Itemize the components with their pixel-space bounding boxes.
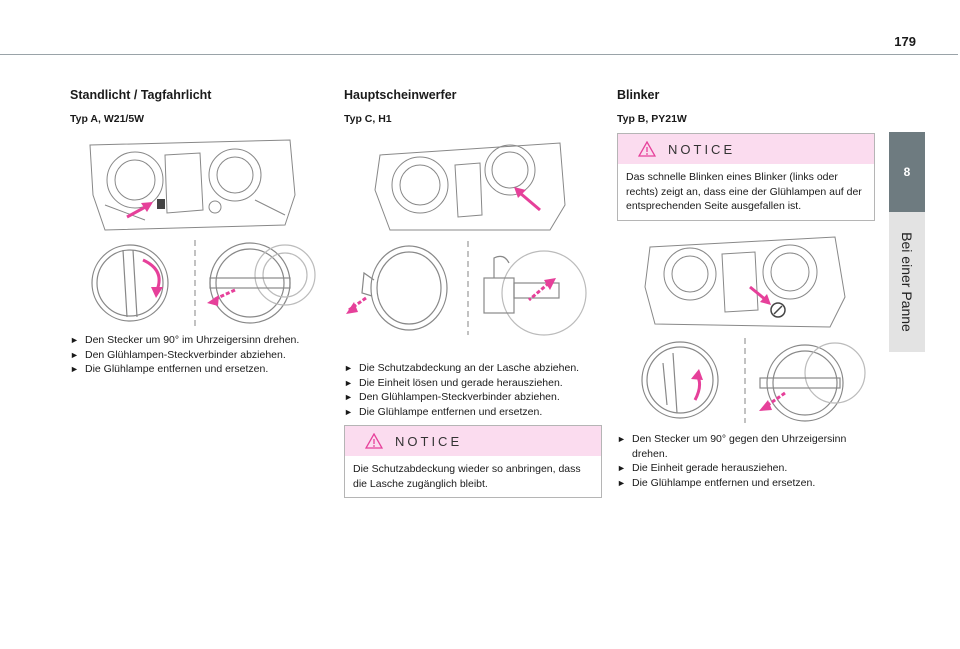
chapter-title-container: Bei einer Panne — [889, 212, 925, 352]
arrow-right-icon: ► — [70, 349, 79, 360]
arrow-right-icon: ► — [344, 377, 353, 388]
bulb-type-c: Typ C, H1 — [344, 113, 392, 125]
section-title-blinker: Blinker — [617, 88, 660, 102]
chapter-strip — [889, 212, 925, 352]
notice-title: NOTICE — [668, 141, 736, 157]
list-item: ► Die Einheit gerade herausziehen. — [617, 461, 867, 476]
steps-list-hauptscheinwerfer: ► Die Schutzabdeckung an der Lasche abzie… — [344, 361, 589, 419]
arrow-right-icon: ► — [617, 434, 626, 444]
section-title-standlicht: Standlicht / Tagfahrlicht — [70, 88, 212, 102]
notice-title: NOTICE — [395, 433, 463, 449]
list-item: ► Die Glühlampe entfernen und ersetzen. — [344, 405, 589, 420]
step-text: Die Schutzabdeckung an der Lasche abzieh… — [359, 362, 580, 374]
list-item: ► Die Einheit lösen und gerade herauszieh… — [344, 376, 589, 391]
step-text: Die Glühlampe entfernen und ersetzen. — [85, 363, 269, 375]
step-text: Die Einheit lösen und gerade herausziehe… — [359, 376, 563, 389]
arrow-right-icon: ► — [344, 406, 353, 417]
chapter-tab[interactable]: 8 — [889, 132, 925, 212]
cover-figure-c — [346, 241, 587, 336]
arrow-right-icon: ► — [70, 364, 79, 374]
notice-box-hauptscheinwerfer: NOTICE Die Schutzabdeckung wieder so anb… — [344, 425, 602, 498]
step-text: Den Stecker um 90° im Uhrzeigersinn dreh… — [85, 334, 300, 346]
step-text: Den Stecker um 90° gegen den Uhrzeigersi… — [632, 433, 847, 460]
list-item: ► Die Glühlampe entfernen und ersetzen. — [70, 362, 310, 377]
warning-icon — [638, 141, 656, 157]
list-item: ► Die Glühlampe entfernen und ersetzen. — [617, 476, 867, 491]
arrow-right-icon: ► — [70, 335, 79, 345]
connector-figure-a — [91, 240, 316, 327]
headlamp-figure-b — [644, 236, 846, 328]
notice-text: Das schnelle Blinken eines Blinker (link… — [626, 171, 862, 212]
chapter-title: Bei einer Panne — [899, 232, 916, 332]
step-text: Die Glühlampe entfernen und ersetzen. — [359, 405, 543, 418]
step-text: Die Einheit gerade herausziehen. — [632, 462, 788, 474]
connector-figure-b — [641, 338, 866, 423]
list-item: ► Den Stecker um 90° gegen den Uhrzeigers… — [617, 432, 867, 461]
warning-icon — [365, 433, 383, 449]
arrow-right-icon: ► — [344, 392, 353, 402]
step-text: Den Glühlampen-Steckverbinder abziehen. — [359, 391, 560, 403]
list-item: ► Den Glühlampen-Steckverbinder abziehen. — [344, 390, 589, 405]
page-number: 179 — [894, 34, 916, 49]
chapter-number: 8 — [903, 165, 911, 179]
notice-header: NOTICE — [345, 426, 601, 456]
list-item: ► Die Schutzabdeckung an der Lasche abzie… — [344, 361, 589, 376]
list-item: ► Den Glühlampen-Steckverbinder abziehen. — [70, 348, 310, 363]
step-text: Den Glühlampen-Steckverbinder abziehen. — [85, 348, 286, 361]
arrow-right-icon: ► — [617, 463, 626, 473]
notice-text: Die Schutzabdeckung wieder so anbringen,… — [353, 463, 581, 490]
list-item: ► Den Stecker um 90° im Uhrzeigersinn dre… — [70, 333, 310, 348]
step-text: Die Glühlampe entfernen und ersetzen. — [632, 476, 816, 489]
bulb-type-a: Typ A, W21/5W — [70, 113, 145, 125]
arrow-right-icon: ► — [344, 363, 353, 373]
section-title-hauptscheinwerfer: Hauptscheinwerfer — [344, 88, 457, 102]
bulb-type-b: Typ B, PY21W — [617, 113, 687, 125]
steps-list-standlicht: ► Den Stecker um 90° im Uhrzeigersinn dre… — [70, 333, 310, 377]
header-rule — [0, 54, 958, 55]
steps-list-blinker: ► Den Stecker um 90° gegen den Uhrzeigers… — [617, 432, 867, 490]
arrow-right-icon: ► — [617, 477, 626, 488]
headlamp-figure-a — [89, 139, 296, 231]
headlamp-figure-c — [374, 142, 566, 231]
notice-header: NOTICE — [618, 134, 874, 164]
notice-box-blinker: NOTICE Das schnelle Blinken eines Blinke… — [617, 133, 875, 221]
